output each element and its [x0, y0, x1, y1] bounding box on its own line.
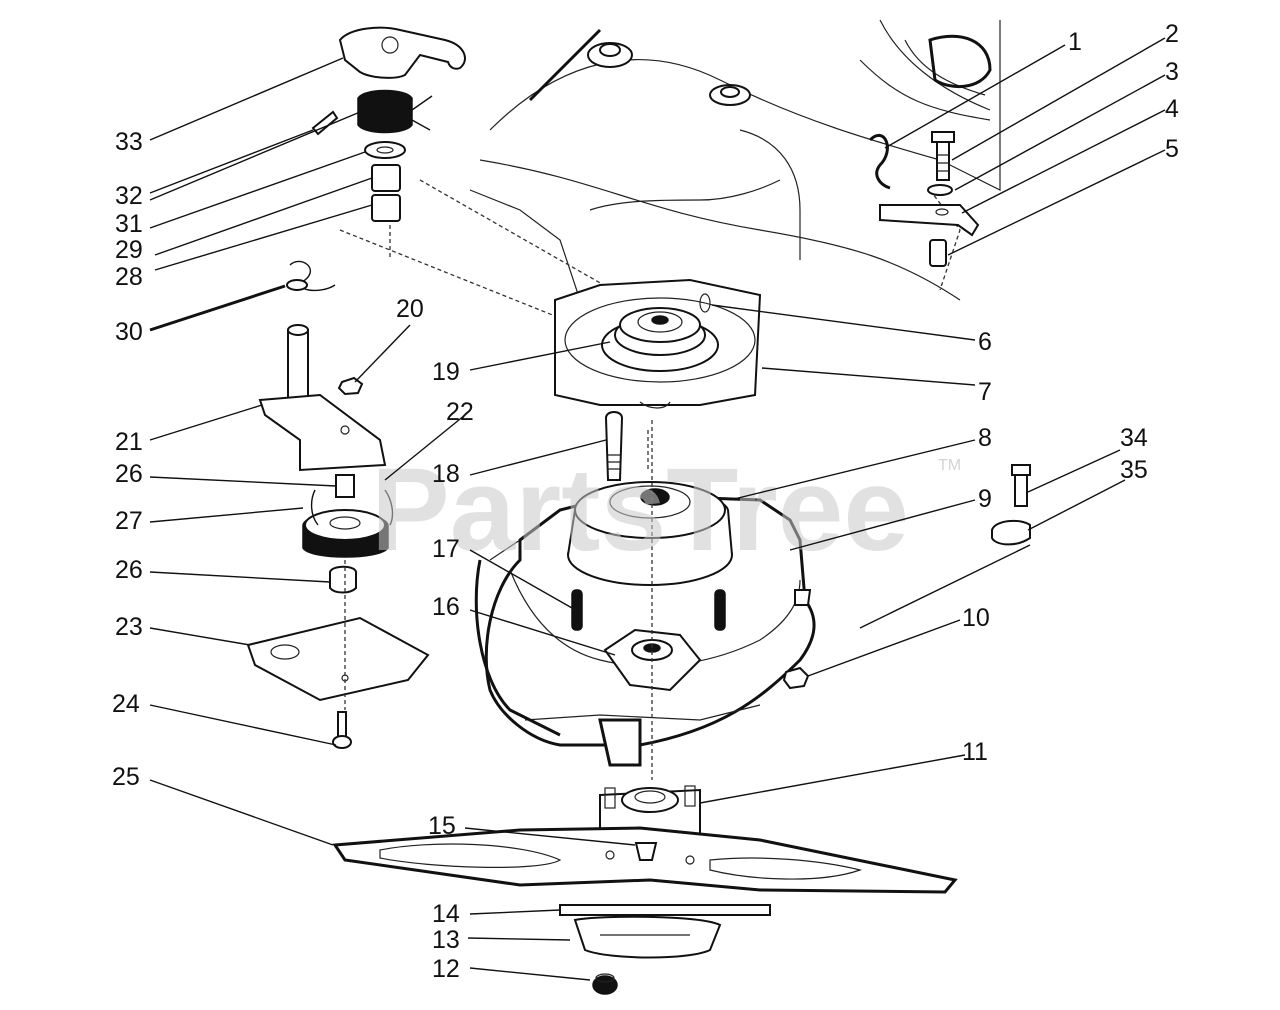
- callout-21: 21: [115, 428, 143, 456]
- callout-13: 13: [432, 926, 460, 954]
- idler-arm: [258, 324, 387, 472]
- callout-17: 17: [432, 535, 460, 563]
- callout-24: 24: [112, 690, 140, 718]
- spacer-bushing: [329, 565, 357, 594]
- callout-3: 3: [1165, 58, 1179, 86]
- mower-blade: [332, 826, 958, 894]
- idler-nut: [337, 376, 364, 396]
- trademark-mark: TM: [938, 457, 961, 474]
- right-washer: [927, 184, 953, 196]
- leader-lines: [149, 37, 1166, 981]
- callout-15: 15: [428, 812, 456, 840]
- callout-14: 14: [432, 900, 460, 928]
- callout-numbers: 1 2 3 4 5 6 7 8 9 10 11 12 13 14 15 16 1…: [112, 20, 1179, 983]
- retaining-clip: [868, 133, 891, 190]
- spring-coil: [357, 89, 433, 134]
- handle-lever: [338, 26, 466, 79]
- callout-26-upper: 26: [115, 460, 143, 488]
- callout-26-lower: 26: [115, 556, 143, 584]
- callout-18: 18: [432, 460, 460, 488]
- idler-bracket: [246, 616, 430, 702]
- callout-25: 25: [112, 763, 140, 791]
- drive-pulley: [601, 307, 719, 372]
- callout-8: 8: [978, 424, 992, 452]
- callout-11: 11: [962, 738, 988, 766]
- bushing-pair: [371, 164, 401, 222]
- nut-10: [782, 666, 810, 690]
- callout-19: 19: [432, 358, 460, 386]
- deck-housing: [339, 19, 1001, 331]
- washer: [364, 141, 406, 159]
- callout-2: 2: [1165, 20, 1179, 48]
- belt-keeper-pins: [571, 589, 726, 631]
- stud-bolt: [604, 411, 624, 481]
- bolt-34: [1011, 464, 1031, 507]
- callout-7: 7: [978, 378, 992, 406]
- bracket-bolt: [332, 711, 352, 749]
- callout-4: 4: [1165, 95, 1179, 123]
- clip-35: [991, 519, 1031, 546]
- callout-6: 6: [978, 328, 992, 356]
- callout-23: 23: [115, 613, 143, 641]
- callout-28: 28: [115, 263, 143, 291]
- callout-27: 27: [115, 507, 143, 535]
- right-bolt: [931, 131, 955, 181]
- callout-32: 32: [115, 182, 143, 210]
- callout-20: 20: [396, 295, 424, 323]
- callout-5: 5: [1165, 135, 1179, 163]
- callout-12: 12: [432, 955, 460, 983]
- callout-1: 1: [1068, 28, 1082, 56]
- callout-35: 35: [1120, 456, 1148, 484]
- callout-16: 16: [432, 593, 460, 621]
- callout-29: 29: [115, 236, 143, 264]
- callout-10: 10: [962, 604, 990, 632]
- callout-34: 34: [1120, 424, 1148, 452]
- right-lever: [879, 204, 980, 237]
- idler-pulley: [302, 474, 394, 558]
- callout-31: 31: [115, 210, 143, 238]
- right-bushing: [929, 239, 947, 267]
- callout-9: 9: [978, 485, 992, 513]
- watermark-text: PartsTree: [371, 444, 909, 576]
- spindle-cap: [567, 481, 733, 586]
- torsion-spring: [286, 260, 336, 292]
- callout-22: 22: [446, 398, 474, 426]
- blade-hub: [559, 904, 771, 995]
- callout-30: 30: [115, 318, 143, 346]
- callout-33: 33: [115, 128, 143, 156]
